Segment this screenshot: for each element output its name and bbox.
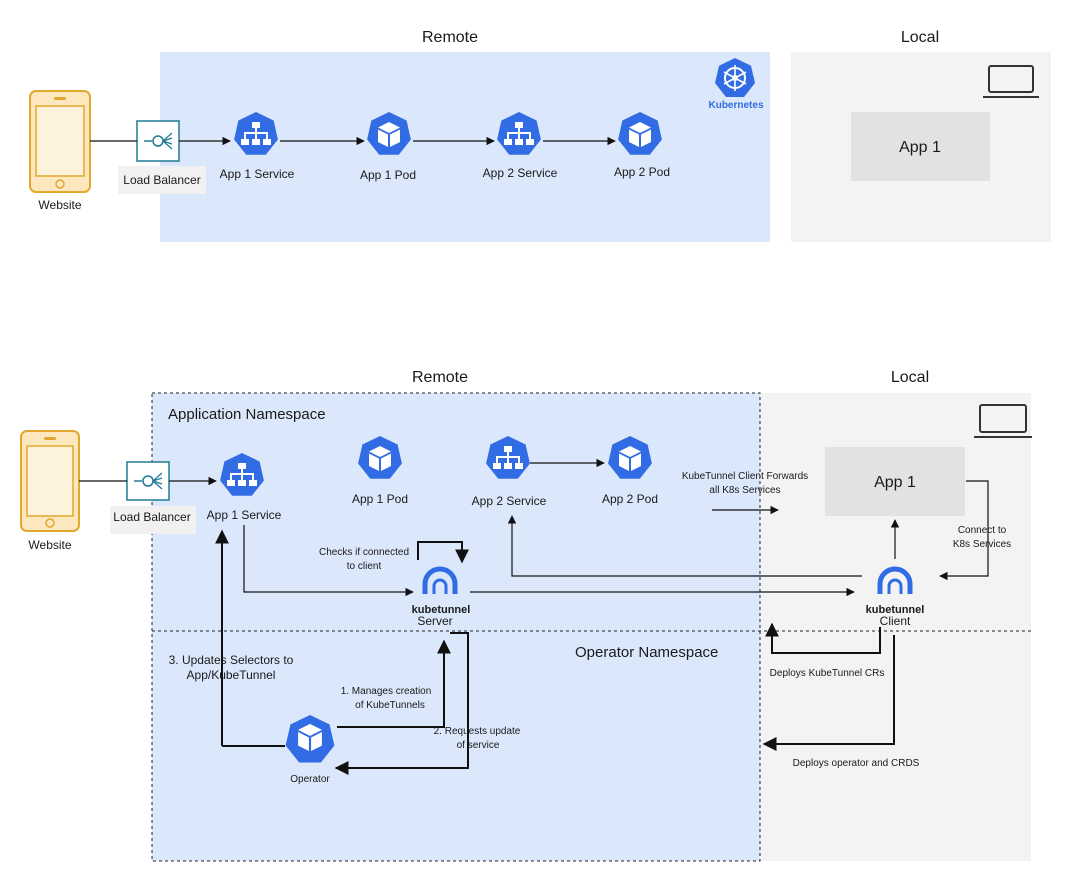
- bottom-app2-pod-icon: [608, 436, 652, 479]
- operator-label: Operator: [290, 774, 330, 785]
- requests-update-text-1: 2. Requests update: [434, 726, 521, 737]
- checks-connected-text-2: to client: [347, 561, 382, 572]
- top-remote-title: Remote: [422, 29, 478, 46]
- bottom-load-balancer-icon: [110, 461, 196, 534]
- client-label: Client: [880, 614, 911, 628]
- application-namespace-title: Application Namespace: [168, 406, 326, 423]
- forwards-text-1: KubeTunnel Client Forwards: [682, 471, 808, 482]
- manages-creation-text-2: of KubeTunnels: [355, 700, 425, 711]
- bottom-local-app-label: App 1: [874, 474, 916, 491]
- forwards-text-2: all K8s Services: [709, 485, 780, 496]
- top-mobile-phone-icon: [29, 90, 91, 193]
- updates-selectors-text-2: App/KubeTunnel: [187, 668, 276, 682]
- bottom-app1-pod-icon: [358, 436, 402, 479]
- top-local-app-box: [851, 112, 990, 181]
- top-diagram: Remote Local Kubernetes App 1 Website: [29, 29, 1051, 242]
- updates-selectors-text-1: 3. Updates Selectors to: [169, 653, 294, 667]
- bottom-mobile-phone-icon: [20, 430, 80, 532]
- connect-text-1: Connect to: [958, 525, 1007, 536]
- top-app2-service-icon: [497, 112, 541, 155]
- checks-connected-text-1: Checks if connected: [319, 547, 409, 558]
- deploys-crs-text: Deploys KubeTunnel CRs: [770, 668, 885, 679]
- requests-update-text-2: of service: [457, 740, 500, 751]
- top-app1-pod-label: App 1 Pod: [360, 168, 416, 182]
- top-app1-service-label: App 1 Service: [220, 167, 295, 181]
- deploys-operator-text: Deploys operator and CRDS: [793, 758, 920, 769]
- bottom-app1-service-icon: [220, 453, 264, 496]
- bottom-load-balancer-label: Load Balancer: [113, 510, 190, 524]
- top-load-balancer-label: Load Balancer: [123, 173, 200, 187]
- server-label: Server: [417, 614, 452, 628]
- bottom-app2-service-label: App 2 Service: [472, 494, 547, 508]
- bottom-diagram: Remote Local Application Namespace Opera…: [20, 369, 1032, 862]
- bottom-local-title: Local: [891, 369, 929, 386]
- laptop-icon: [983, 65, 1039, 98]
- bottom-flow-arrows: [79, 458, 989, 775]
- server-brand: kubetunnel: [412, 604, 471, 616]
- bottom-laptop-icon: [974, 404, 1032, 438]
- connect-text-2: K8s Services: [953, 539, 1011, 550]
- top-local-app-label: App 1: [899, 139, 941, 156]
- top-website-label: Website: [38, 198, 81, 212]
- bottom-website-label: Website: [28, 538, 71, 552]
- bottom-local-app-box: [825, 447, 965, 516]
- top-load-balancer-icon: [118, 120, 206, 194]
- top-local-title: Local: [901, 29, 939, 46]
- operator-icon: [285, 715, 335, 763]
- top-app1-pod-icon: [367, 112, 411, 155]
- bottom-app2-service-icon: [486, 436, 530, 479]
- kubetunnel-client-icon: [877, 566, 913, 594]
- bottom-remote-title: Remote: [412, 369, 468, 386]
- operator-namespace-title: Operator Namespace: [575, 644, 718, 661]
- top-app2-service-label: App 2 Service: [483, 166, 558, 180]
- kubetunnel-server-icon: [422, 566, 458, 594]
- kubernetes-label: Kubernetes: [708, 100, 763, 111]
- top-app1-service-icon: [234, 112, 278, 155]
- manages-creation-text-1: 1. Manages creation: [341, 686, 432, 697]
- client-brand: kubetunnel: [866, 604, 925, 616]
- top-app2-pod-icon: [618, 112, 662, 155]
- bottom-app2-pod-label: App 2 Pod: [602, 492, 658, 506]
- top-app2-pod-label: App 2 Pod: [614, 165, 670, 179]
- bottom-app1-pod-label: App 1 Pod: [352, 492, 408, 506]
- bottom-app1-service-label: App 1 Service: [207, 508, 282, 522]
- kubernetes-wheel-icon: [715, 58, 755, 97]
